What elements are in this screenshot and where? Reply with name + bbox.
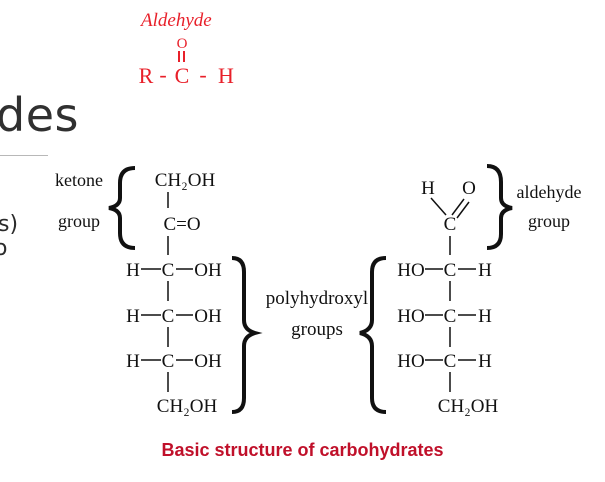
title-underline (0, 155, 48, 156)
aldehyde-brace (486, 164, 513, 250)
annotation-r: R (139, 63, 154, 88)
aldose-row3-h: H (478, 351, 492, 372)
aldose-aldehyde-c: C (444, 214, 457, 235)
annotation-carbon: C (175, 63, 190, 88)
ketose-row1-h: H (126, 260, 140, 281)
ketose-top-ch2oh: CH₂OH (155, 170, 216, 191)
aldose-row2-c: C (444, 306, 457, 327)
polyhydroxyl-group: polyhydroxyl groups (231, 256, 387, 414)
ketose-structure: ketone group CH₂OH C=O H C OH H C OH H C… (55, 166, 222, 417)
aldose-aldehyde-h: H (421, 178, 435, 199)
slide-body-fragment-1: s) (0, 212, 19, 237)
ketose-row3-c: C (162, 351, 175, 372)
slide-body-fragment-2: o (0, 236, 8, 261)
ketone-label-line2: group (58, 211, 100, 231)
aldehyde-label-line1: aldehyde (517, 182, 582, 202)
polyhydroxyl-label-line1: polyhydroxyl (266, 288, 368, 309)
aldose-structure: H O C aldehyde group HO C H HO C H HO C … (397, 164, 582, 417)
polyhydroxyl-right-brace (231, 256, 263, 414)
ketose-row3-oh: OH (194, 351, 222, 372)
bond (451, 198, 465, 216)
aldose-bottom-ch2oh: CH₂OH (438, 396, 499, 417)
ketose-bottom-ch2oh: CH₂OH (157, 396, 218, 417)
slide-title-fragment: des (0, 88, 79, 142)
aldose-row3-c: C (444, 351, 457, 372)
polyhydroxyl-left-brace (359, 256, 387, 414)
aldose-row1-c: C (444, 260, 457, 281)
bond (456, 201, 470, 219)
annotation-word: Aldehyde (139, 10, 212, 31)
aldose-row3-ho: HO (397, 351, 424, 372)
ketose-row1-c: C (162, 260, 175, 281)
aldose-row1-ho: HO (397, 260, 424, 281)
ketose-carbonyl: C=O (163, 214, 200, 235)
annotation-dash-2: - (199, 62, 206, 87)
aldehyde-label-line2: group (528, 211, 570, 231)
annotation-oxygen: O (177, 36, 188, 52)
aldose-row2-ho: HO (397, 306, 424, 327)
diagram-caption: Basic structure of carbohydrates (161, 440, 444, 460)
ketose-row2-c: C (162, 306, 175, 327)
ketose-row2-h: H (126, 306, 140, 327)
ketose-row2-oh: OH (194, 306, 222, 327)
aldose-row2-h: H (478, 306, 492, 327)
aldehyde-annotation: Aldehyde O R - C - H (139, 10, 234, 88)
aldose-aldehyde-o: O (462, 178, 476, 199)
ketose-row3-h: H (126, 351, 140, 372)
bond (430, 197, 447, 216)
ketose-row1-oh: OH (194, 260, 222, 281)
aldose-row1-h: H (478, 260, 492, 281)
polyhydroxyl-label-line2: groups (291, 319, 343, 340)
ketone-label-line1: ketone (55, 170, 103, 190)
annotation-hydrogen: H (218, 63, 234, 88)
annotation-dash-1: - (159, 62, 166, 87)
ketone-brace (108, 166, 136, 250)
